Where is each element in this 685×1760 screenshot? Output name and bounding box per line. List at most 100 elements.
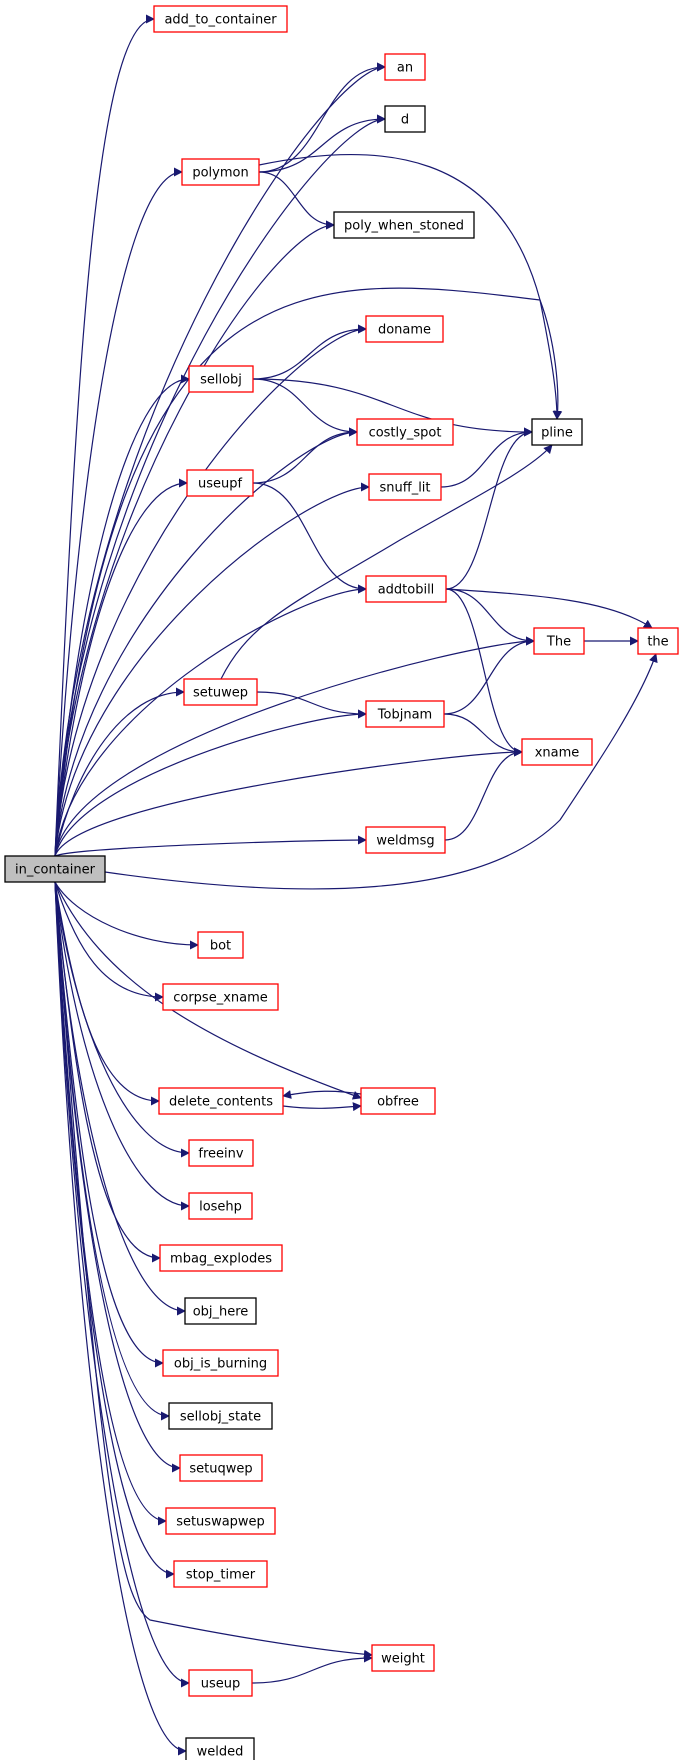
node-freeinv[interactable]: freeinv	[188, 1139, 254, 1167]
node-box-corpse_xname[interactable]	[162, 983, 279, 1011]
edge-in_container-to-doname	[54, 324, 367, 857]
node-stop_timer[interactable]: stop_timer	[173, 1560, 268, 1588]
node-box-add_to_container[interactable]	[153, 5, 288, 33]
node-label-welded: welded	[197, 1745, 244, 1760]
node-box-doname[interactable]	[365, 315, 444, 343]
node-box-freeinv[interactable]	[188, 1139, 254, 1167]
edge-addtobill-to-the	[445, 588, 653, 629]
node-label-losehp: losehp	[199, 1200, 242, 1215]
node-box-useup[interactable]	[188, 1669, 253, 1697]
edge-in_container-to-losehp	[54, 881, 190, 1211]
node-mbag_explodes[interactable]: mbag_explodes	[159, 1244, 283, 1272]
node-losehp[interactable]: losehp	[188, 1192, 253, 1220]
node-setuqwep[interactable]: setuqwep	[179, 1454, 263, 1482]
node-an[interactable]: an	[384, 53, 426, 81]
node-box-obj_here[interactable]	[184, 1297, 257, 1325]
edge-in_container-to-useupf	[54, 478, 188, 857]
node-box-obfree[interactable]	[360, 1087, 436, 1115]
node-snuff_lit[interactable]: snuff_lit	[368, 473, 442, 501]
node-box-polymon[interactable]	[181, 158, 260, 186]
node-useup[interactable]: useup	[188, 1669, 253, 1697]
node-label-obj_here: obj_here	[193, 1305, 249, 1320]
node-label-The: The	[546, 635, 571, 650]
node-the[interactable]: the	[637, 627, 679, 655]
node-label-costly_spot: costly_spot	[369, 426, 442, 441]
edge-in_container-to-addtobill	[54, 584, 367, 857]
node-setuwep[interactable]: setuwep	[183, 678, 258, 706]
node-setuswapwep[interactable]: setuswapwep	[165, 1507, 276, 1535]
node-sellobj_state[interactable]: sellobj_state	[168, 1402, 273, 1430]
edge-in_container-to-weight	[54, 881, 373, 1659]
edge-polymon-to-d	[258, 114, 386, 173]
node-xname[interactable]: xname	[521, 738, 593, 766]
node-label-corpse_xname: corpse_xname	[173, 991, 268, 1006]
edge-in_container-to-polymon	[54, 167, 183, 857]
node-pline[interactable]: pline	[531, 418, 583, 446]
node-in_container[interactable]: in_container	[4, 855, 106, 883]
node-obj_is_burning[interactable]: obj_is_burning	[162, 1349, 279, 1377]
node-box-setuswapwep[interactable]	[165, 1507, 276, 1535]
node-costly_spot[interactable]: costly_spot	[356, 418, 454, 446]
node-box-d[interactable]	[384, 105, 426, 133]
node-box-snuff_lit[interactable]	[368, 473, 442, 501]
edge-in_container-to-sellobj	[54, 374, 190, 857]
edge-Tobjnam-to-The	[443, 636, 535, 715]
node-box-pline[interactable]	[531, 418, 583, 446]
node-box-Tobjnam[interactable]	[365, 700, 445, 728]
node-delete_contents[interactable]: delete_contents	[158, 1087, 284, 1115]
node-obj_here[interactable]: obj_here	[184, 1297, 257, 1325]
node-box-poly_when_stoned[interactable]	[333, 211, 475, 239]
node-box-sellobj[interactable]	[188, 365, 254, 393]
edge-in_container-to-an	[54, 62, 386, 857]
node-label-useup: useup	[201, 1677, 241, 1692]
node-label-setuswapwep: setuswapwep	[176, 1515, 265, 1530]
node-useupf[interactable]: useupf	[186, 469, 254, 497]
node-sellobj[interactable]: sellobj	[188, 365, 254, 393]
node-box-addtobill[interactable]	[365, 575, 447, 603]
node-box-costly_spot[interactable]	[356, 418, 454, 446]
node-poly_when_stoned[interactable]: poly_when_stoned	[333, 211, 475, 239]
node-weight[interactable]: weight	[371, 1644, 435, 1672]
node-welded[interactable]: welded	[185, 1737, 255, 1760]
node-bot[interactable]: bot	[197, 931, 244, 959]
edge-in_container-to-Tobjnam	[54, 709, 367, 857]
node-box-xname[interactable]	[521, 738, 593, 766]
node-box-setuqwep[interactable]	[179, 1454, 263, 1482]
node-box-in_container[interactable]	[4, 855, 106, 883]
node-box-obj_is_burning[interactable]	[162, 1349, 279, 1377]
edge-snuff_lit-to-pline	[440, 427, 533, 488]
node-box-mbag_explodes[interactable]	[159, 1244, 283, 1272]
node-label-setuwep: setuwep	[193, 686, 248, 701]
node-addtobill[interactable]: addtobill	[365, 575, 447, 603]
node-add_to_container[interactable]: add_to_container	[153, 5, 288, 33]
node-box-useupf[interactable]	[186, 469, 254, 497]
node-box-sellobj_state[interactable]	[168, 1402, 273, 1430]
edge-in_container-to-welded	[54, 881, 187, 1756]
node-box-the[interactable]	[637, 627, 679, 655]
node-doname[interactable]: doname	[365, 315, 444, 343]
node-label-xname: xname	[535, 746, 580, 761]
node-box-weldmsg[interactable]	[365, 826, 446, 854]
node-label-obj_is_burning: obj_is_burning	[174, 1357, 267, 1372]
node-corpse_xname[interactable]: corpse_xname	[162, 983, 279, 1011]
edge-weldmsg-to-xname	[444, 747, 523, 841]
node-obfree[interactable]: obfree	[360, 1087, 436, 1115]
node-box-The[interactable]	[533, 627, 585, 655]
node-The[interactable]: The	[533, 627, 585, 655]
node-box-weight[interactable]	[371, 1644, 435, 1672]
node-box-stop_timer[interactable]	[173, 1560, 268, 1588]
node-d[interactable]: d	[384, 105, 426, 133]
node-label-obfree: obfree	[377, 1095, 419, 1110]
node-polymon[interactable]: polymon	[181, 158, 260, 186]
edge-addtobill-to-The	[445, 588, 535, 646]
edge-in_container-to-obj_is_burning	[54, 881, 164, 1368]
node-box-losehp[interactable]	[188, 1192, 253, 1220]
node-weldmsg[interactable]: weldmsg	[365, 826, 446, 854]
node-box-an[interactable]	[384, 53, 426, 81]
node-box-delete_contents[interactable]	[158, 1087, 284, 1115]
node-Tobjnam[interactable]: Tobjnam	[365, 700, 445, 728]
node-box-bot[interactable]	[197, 931, 244, 959]
node-box-welded[interactable]	[185, 1737, 255, 1760]
node-box-setuwep[interactable]	[183, 678, 258, 706]
